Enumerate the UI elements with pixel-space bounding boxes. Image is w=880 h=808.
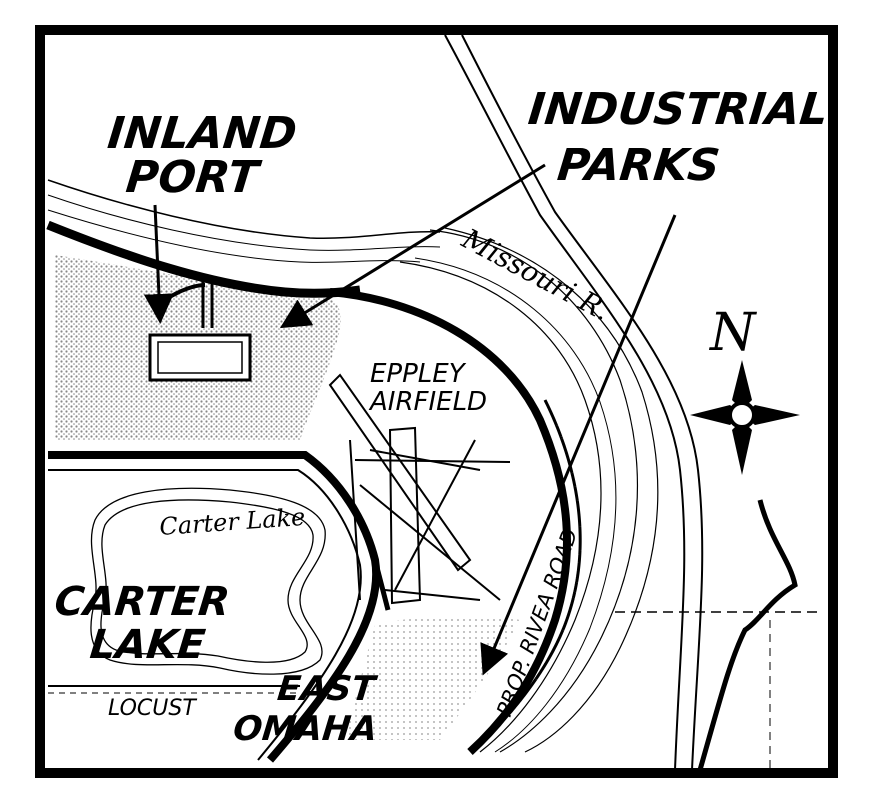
industrial-parks-label-line2: PARKS	[555, 140, 722, 191]
carter-lake-label-line1: CARTER	[52, 579, 232, 625]
industrial-area-east-omaha	[345, 615, 520, 740]
industrial-parks-label-line1: INDUSTRIAL	[526, 84, 831, 135]
callout-arrows	[143, 163, 677, 676]
proposed-road-line	[478, 399, 582, 747]
carter-lake-water	[90, 487, 326, 675]
east-omaha-label-line2: OMAHA	[231, 709, 379, 749]
inland-port-label-line1: INLAND	[105, 108, 299, 159]
industrial-parks-arrow-north	[279, 163, 546, 329]
compass-rose-icon	[690, 360, 800, 475]
inland-port-arrow	[143, 204, 174, 324]
industrial-parks-arrow-south	[480, 214, 677, 676]
east-boundary	[615, 499, 820, 771]
east-omaha-label-line1: EAST	[275, 669, 379, 709]
locust-road	[48, 685, 300, 694]
missouri-river-bend	[329, 227, 659, 755]
highway	[444, 34, 704, 771]
north-label: N	[708, 303, 757, 363]
inland-port-label-line2: PORT	[124, 152, 264, 203]
inland-port-basin	[148, 278, 252, 382]
eppley-airfield-runways	[328, 373, 511, 611]
locust-label: LOCUST	[108, 696, 197, 721]
carter-lake-label-line2: LAKE	[88, 622, 208, 668]
airfield-label-line2: AIRFIELD	[368, 387, 487, 417]
airfield-label-line1: EPPLEY	[370, 359, 467, 389]
